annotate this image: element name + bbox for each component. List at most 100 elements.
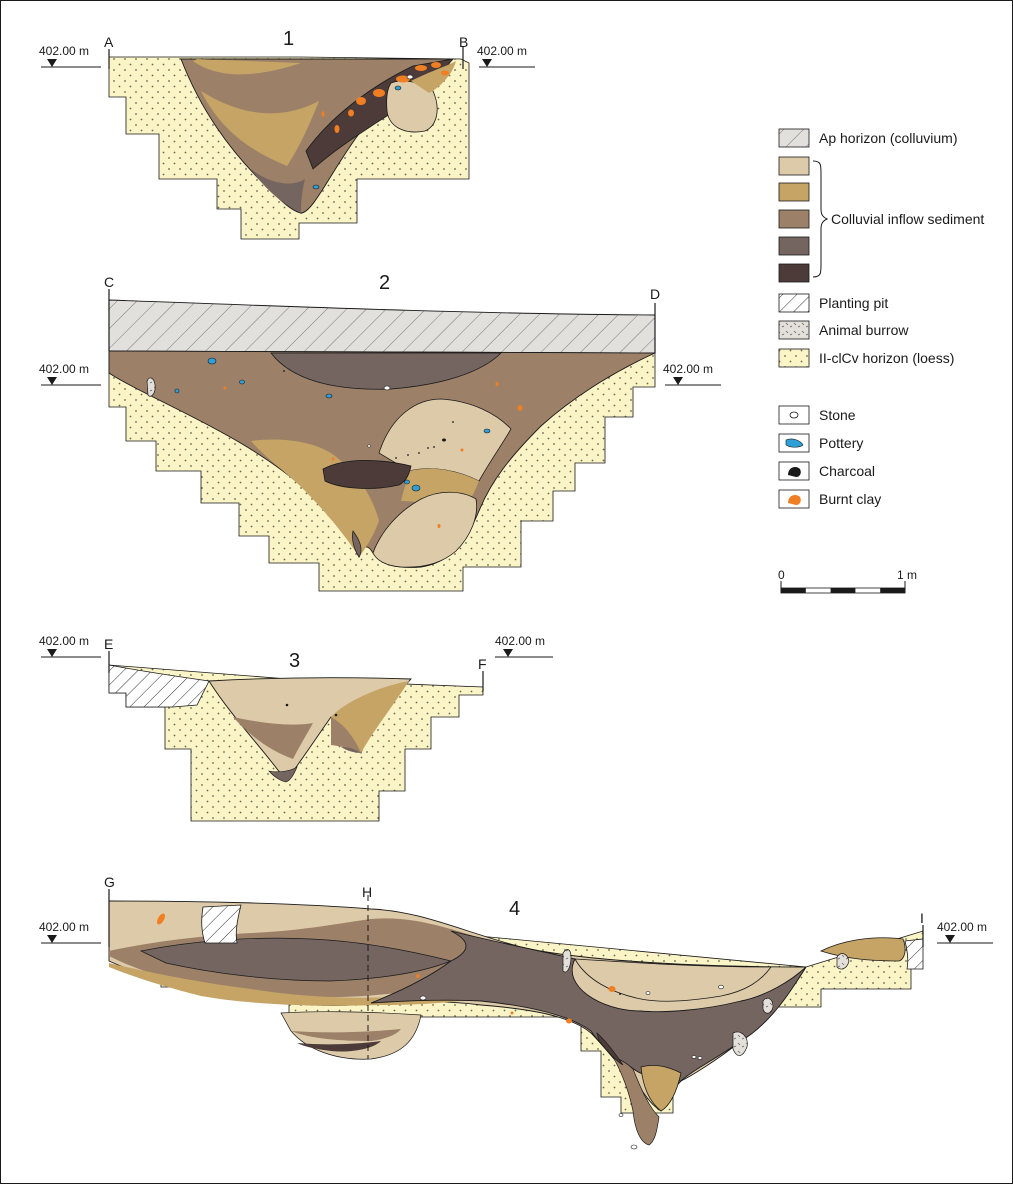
- scale-bar-segment: [830, 588, 856, 593]
- pottery-find: [312, 184, 320, 190]
- stone-find: [367, 444, 371, 448]
- sediment-fill: [341, 747, 361, 753]
- stone-find: [406, 74, 414, 80]
- legend-swatch-burrow: [778, 320, 810, 340]
- level-label: 402.00 m: [39, 44, 89, 58]
- scale-label-end: 1 m: [897, 568, 917, 582]
- animal-burrow: [146, 377, 156, 397]
- scale-bar: 0 1 m: [778, 568, 917, 594]
- sediment-fill: [201, 91, 319, 166]
- legend-label: Pottery: [819, 435, 863, 451]
- profile-1: 402.00 m 402.00 m A B 1: [39, 28, 535, 240]
- legend-brace: [812, 160, 829, 278]
- stone-find: [383, 385, 391, 391]
- legend-swatch-pit: [778, 293, 810, 313]
- pottery-finds: [174, 357, 491, 492]
- sediment-fill: [268, 766, 298, 783]
- legend-swatch-sed4: [778, 236, 810, 256]
- charcoal-icon: [788, 467, 801, 477]
- point-label: G: [104, 874, 115, 890]
- scale-label-start: 0: [778, 568, 785, 582]
- sediment-fill: [291, 1029, 401, 1041]
- sediment-fill: [574, 958, 772, 1002]
- stone-icon: [789, 411, 799, 419]
- level-label: 402.00 m: [495, 634, 545, 648]
- point-label: A: [104, 34, 114, 50]
- legend-swatch-sed2: [778, 182, 810, 202]
- level-label: 402.00 m: [663, 362, 713, 376]
- point-label: I: [920, 910, 924, 926]
- stone-finds: [419, 984, 724, 1150]
- legend-swatch-sed1: [778, 156, 810, 176]
- level-label: 402.00 m: [477, 44, 527, 58]
- scale-bar-segment: [880, 588, 905, 593]
- planting-pit: [904, 938, 924, 970]
- scale-bar-segment: [781, 588, 806, 593]
- legend-label: Colluvial inflow sediment: [831, 211, 984, 227]
- point-label: E: [104, 636, 113, 652]
- sediment-fill: [352, 530, 362, 558]
- legend-label: Stone: [819, 407, 856, 423]
- sediment-fill: [372, 491, 478, 568]
- animal-burrow: [836, 953, 850, 970]
- charcoal-find: [334, 713, 338, 717]
- level-marker-icon: [503, 649, 513, 657]
- charcoal-finds: [283, 370, 454, 459]
- sediment-fill: [596, 1031, 624, 1066]
- pottery-icon: [785, 438, 804, 448]
- level-marker-icon: [47, 649, 57, 657]
- profile-2: 402.00 m 402.00 m C D 2: [39, 272, 721, 592]
- level-marker-icon: [482, 59, 492, 67]
- planting-pit: [108, 664, 210, 708]
- charcoal-find: [285, 703, 289, 707]
- charcoal-find: [619, 993, 621, 995]
- profile-number: 1: [283, 28, 294, 50]
- sediment-fill: [109, 963, 501, 1006]
- level-label: 402.00 m: [937, 920, 987, 934]
- level-marker-icon: [47, 59, 57, 67]
- sediment-fill: [322, 459, 412, 489]
- sediment-fill: [297, 1041, 381, 1052]
- burnt-clay-finds: [157, 913, 616, 1024]
- legend-label: Burnt clay: [819, 491, 881, 507]
- burnt-clay-icon: [788, 495, 801, 505]
- point-label: C: [104, 274, 114, 290]
- level-marker-icon: [673, 377, 683, 385]
- sediment-fill: [331, 717, 361, 753]
- legend-swatch-sed3: [778, 209, 810, 229]
- level-marker-icon: [47, 377, 57, 385]
- legend-label: Animal burrow: [819, 322, 909, 338]
- legend-swatch-ap: [778, 128, 810, 148]
- point-label: H: [362, 884, 372, 900]
- legend-label: Ap horizon (colluvium): [819, 130, 958, 146]
- profile-3: 402.00 m 402.00 m E F 3: [39, 634, 553, 822]
- animal-burrow: [562, 949, 572, 973]
- legend-label: Planting pit: [819, 295, 888, 311]
- sediment-fill: [640, 1065, 682, 1112]
- level-marker-icon: [945, 935, 955, 943]
- point-label: D: [650, 286, 660, 302]
- ap-horizon-fill: [108, 299, 656, 354]
- legend: Ap horizon (colluvium) Colluvial inflow …: [778, 128, 984, 509]
- sediment-fill: [612, 1056, 660, 1146]
- burnt-clay-finds: [223, 382, 523, 528]
- sediment-fill: [270, 352, 502, 390]
- sediment-fill: [370, 930, 807, 1082]
- pottery-find: [394, 85, 402, 91]
- level-label: 402.00 m: [39, 362, 89, 376]
- profile-number: 4: [509, 898, 520, 920]
- legend-label: II-clCv horizon (loess): [819, 350, 954, 366]
- profile-number: 2: [379, 272, 390, 294]
- level-label: 402.00 m: [39, 634, 89, 648]
- legend-swatch-loess: [778, 348, 810, 368]
- sediment-fill: [193, 59, 301, 75]
- point-label: F: [478, 656, 487, 672]
- animal-burrow: [762, 997, 774, 1014]
- burnt-clay-finds: [321, 62, 449, 133]
- level-marker-icon: [47, 935, 57, 943]
- planting-pit: [201, 904, 242, 944]
- profile-number: 3: [289, 650, 300, 672]
- legend-label: Charcoal: [819, 463, 875, 479]
